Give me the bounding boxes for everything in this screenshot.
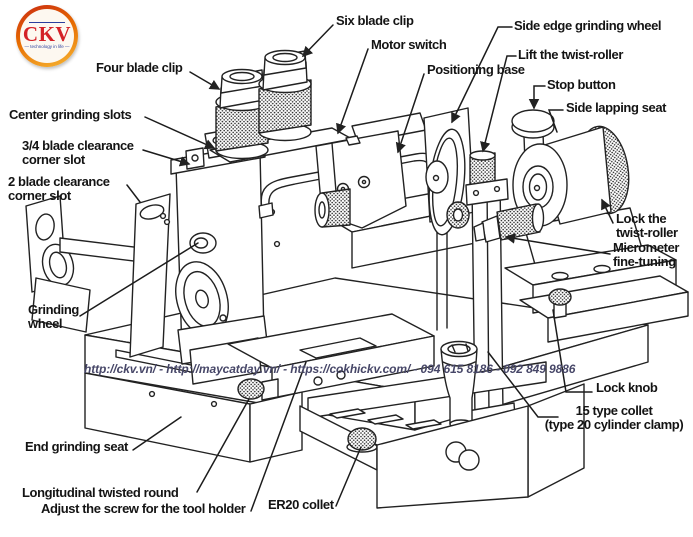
label-positioning-base: Positioning base [427,62,525,77]
end-grinding-seat [25,195,143,333]
label-stop-button: Stop button [547,77,616,92]
label-side-lapping-seat: Side lapping seat [566,100,667,115]
logo-tagline: — technology in life — [24,44,70,49]
label-line: wheel [28,315,63,331]
leader-line [196,398,250,493]
leader-line [144,116,216,150]
leader-line [250,361,307,512]
ckv-logo: CKV — technology in life — [16,5,78,67]
leader-line [395,73,425,154]
leader-line [132,416,182,451]
label-line: twist-roller [616,224,678,240]
side-lapping-seat [512,125,630,227]
label-center-grinding-slots: Center grinding slots [9,107,132,122]
micrometer [473,203,545,243]
label-line: fine-tuning [613,253,676,269]
watermark-text: http://ckv.vn/ - http://maycatday.vn/ - … [84,362,576,376]
longitudinal-round-knob [237,378,265,400]
er20-collet [346,427,378,453]
leader-line [189,71,221,90]
label-line: (type 20 cylinder clamp) [544,416,684,432]
leader-line [552,309,593,393]
label-grinding-wheel: Grinding wheel [28,303,79,330]
side-edge-grinding-wheel [423,107,475,331]
label-line: corner slot [8,187,71,203]
label-line: 3/4 blade clearance [22,138,134,153]
leader-line [451,26,513,124]
label-three-four-blade-clearance: 3/4 blade clearance corner slot [22,139,134,166]
leader-line [301,24,334,58]
tool-holder-slide [227,313,435,401]
leader-line [142,149,191,167]
label-line: 15 type collet [575,403,653,418]
leader-lines [79,24,614,512]
leader-line [547,109,564,133]
label-end-grinding-seat: End grinding seat [25,439,128,454]
leader-line [480,55,517,153]
label-line: Micrometer [613,240,680,255]
motor-switch [345,135,361,146]
logo-initials: CKV [22,22,72,46]
label-line: Lock the [616,211,667,226]
motor-head [314,112,427,229]
logo-rule [29,22,65,23]
label-line: Grinding [28,302,79,317]
leader-line [126,184,141,203]
drawer-knob [458,449,480,471]
six-blade-clip [258,49,312,142]
leader-line [528,85,546,110]
label-four-blade-clip: Four blade clip [96,60,183,75]
collet-drawer [299,340,585,509]
label-longitudinal-twisted-round: Longitudinal twisted round [22,485,179,500]
label-er20-collet: ER20 collet [268,497,334,512]
label-lock-knob: Lock knob [596,380,658,395]
label-line: 2 blade clearance [8,174,110,189]
leader-line [335,446,362,507]
label-line: corner slot [22,151,85,167]
leader-line [336,48,369,135]
label-lock-twist-roller: Lock the twist-roller [616,212,678,239]
label-adjust-screw-tool-holder: Adjust the screw for the tool holder [41,501,246,516]
label-motor-switch: Motor switch [371,37,447,52]
label-side-edge-grinding-wheel: Side edge grinding wheel [514,18,662,33]
grinding-wheel-column [129,126,281,385]
label-micrometer-fine-tuning: Micrometer fine-tuning [613,241,679,268]
leader-line [504,233,611,255]
four-blade-clip [215,68,269,160]
label-two-blade-clearance: 2 blade clearance corner slot [8,175,110,202]
lock-knob [548,288,572,306]
cross-slide [504,207,689,343]
leader-line [601,198,614,224]
label-six-blade-clip: Six blade clip [336,13,414,28]
label-15-type-collet: 15 type collet (type 20 cylinder clamp) [535,404,693,431]
label-lift-twist-roller: Lift the twist-roller [518,47,623,62]
leader-line [487,351,559,418]
leader-line [79,242,199,317]
